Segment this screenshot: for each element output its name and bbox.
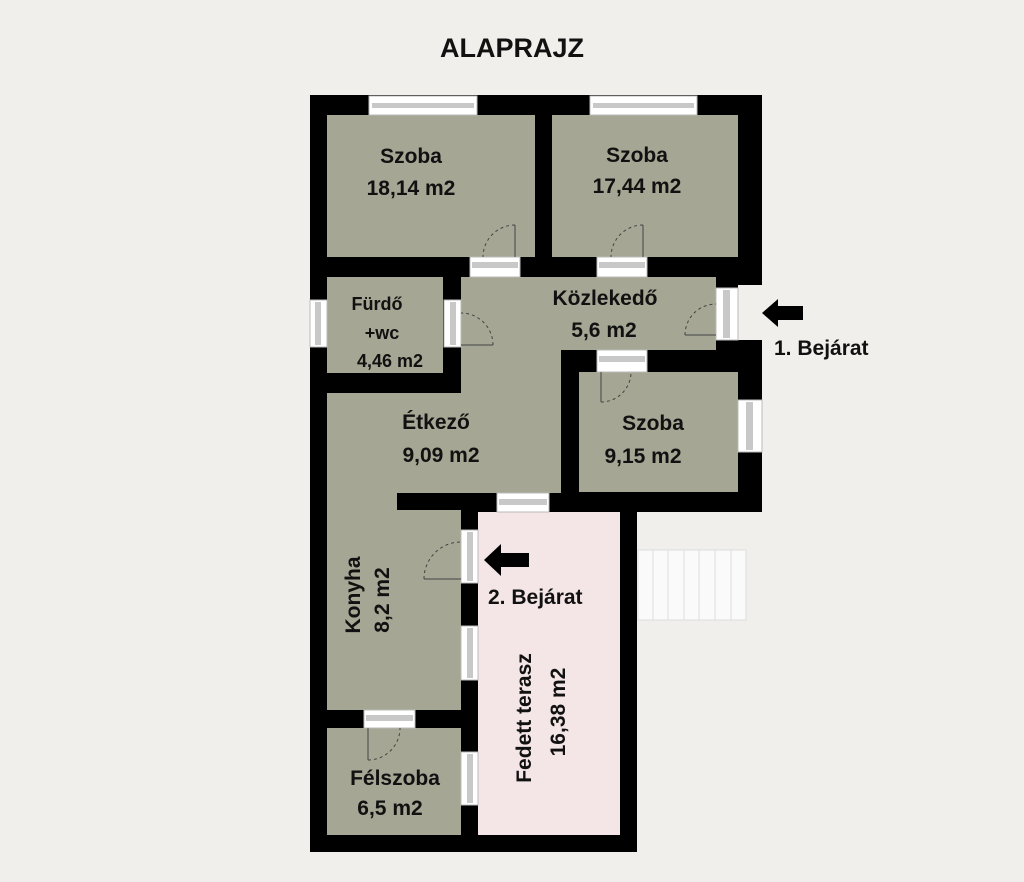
etkezo-area: 9,09 m2 bbox=[402, 444, 479, 467]
terasz-name: Fedett terasz bbox=[513, 653, 536, 783]
windows bbox=[309, 95, 763, 806]
room-szoba-2 bbox=[552, 115, 738, 257]
furdo-name: Fürdő bbox=[352, 294, 403, 314]
entrance-2-label: 2. Bejárat bbox=[488, 586, 583, 609]
szoba-1-area: 18,14 m2 bbox=[367, 177, 456, 200]
room-kozlekedo-etkezo-konyha bbox=[327, 277, 716, 710]
room-furdo bbox=[327, 277, 443, 373]
szoba-1-name: Szoba bbox=[380, 145, 442, 168]
terasz-area: 16,38 m2 bbox=[547, 668, 570, 757]
furdo-area: 4,46 m2 bbox=[357, 351, 423, 371]
stairs bbox=[637, 549, 747, 621]
room-szoba-3 bbox=[579, 372, 738, 492]
kozlekedo-name: Közlekedő bbox=[552, 287, 657, 310]
furdo-name-2: +wc bbox=[365, 323, 400, 343]
szoba-3-name: Szoba bbox=[622, 412, 684, 435]
felszoba-name: Félszoba bbox=[350, 767, 440, 790]
felszoba-area: 6,5 m2 bbox=[357, 797, 422, 820]
plan-title: ALAPRAJZ bbox=[440, 33, 584, 63]
entrance-1-label: 1. Bejárat bbox=[774, 337, 869, 360]
door-swings bbox=[367, 224, 717, 761]
room-szoba-1 bbox=[327, 115, 535, 257]
kozlekedo-area: 5,6 m2 bbox=[571, 319, 636, 342]
szoba-2-name: Szoba bbox=[606, 144, 668, 167]
konyha-name: Konyha bbox=[342, 556, 365, 633]
entrance-2-arrow-icon bbox=[484, 544, 529, 576]
etkezo-name: Étkező bbox=[402, 411, 470, 434]
szoba-3-area: 9,15 m2 bbox=[604, 445, 681, 468]
entrance-1-arrow-icon bbox=[762, 299, 803, 327]
konyha-area: 8,2 m2 bbox=[371, 567, 394, 632]
szoba-2-area: 17,44 m2 bbox=[593, 175, 682, 198]
